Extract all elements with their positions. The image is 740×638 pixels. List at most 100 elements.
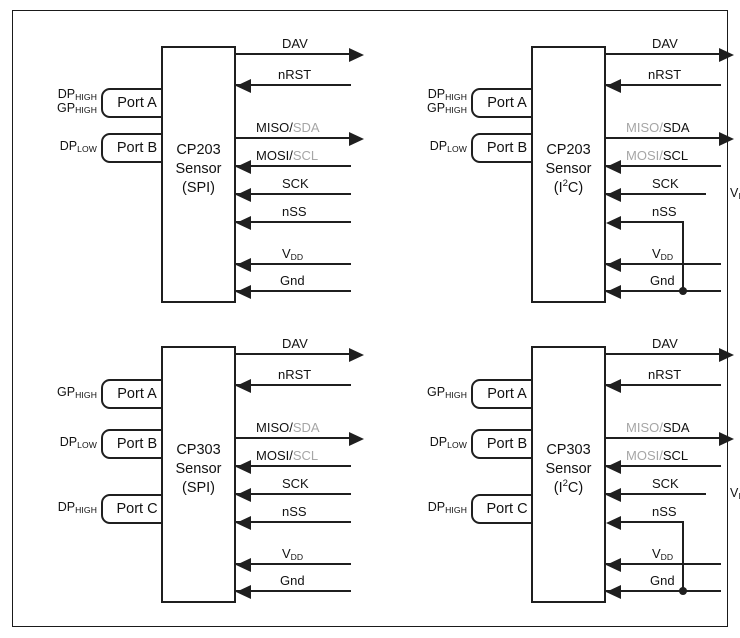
signal-label-dav: DAV (652, 36, 678, 51)
signal-arrow-nss (236, 215, 251, 230)
signal-label-nrst: nRST (278, 67, 312, 82)
signal-label-vdd-subscript: DD (290, 552, 304, 562)
signal-label-vdd-base: V (282, 546, 291, 561)
chip-word: Sensor (545, 161, 592, 178)
v-i2c-address-label: VI2C Address (730, 186, 740, 201)
chip-bus: (SPI) (181, 180, 216, 197)
signal-label-nrst: nRST (278, 367, 312, 382)
signal-line-sck (606, 493, 706, 496)
port-label-base: DP (57, 87, 76, 101)
sensor-block-cp303-i2c (531, 346, 606, 603)
signal-arrow-mosi_scl (236, 459, 251, 474)
sensor-block-cp203-spi (161, 46, 236, 303)
signal-label-mosi_scl: MOSI/SCL (626, 149, 688, 162)
signal-label-miso: MISO (626, 120, 660, 135)
signal-arrow-nss (236, 515, 251, 530)
signal-line-vdd (236, 263, 351, 266)
signal-arrow-sck (606, 187, 621, 202)
port-signal-label-port-b: DPLOW (31, 435, 97, 450)
signal-label-separator: / (289, 420, 293, 435)
signal-line-miso_sda (606, 437, 721, 440)
signal-label-mosi: MOSI (256, 448, 290, 463)
signal-label-vdd: VDD (282, 546, 304, 562)
chip-name: CP203 (546, 142, 591, 158)
signal-arrow-mosi_scl (236, 159, 251, 174)
port-signal-label-port-c: DPHIGH (401, 500, 467, 515)
signal-label-sck: SCK (652, 476, 679, 491)
signal-label-miso_sda: MISO/SDA (626, 421, 690, 434)
signal-label-separator: / (659, 120, 663, 135)
signal-label-vdd-base: V (652, 546, 661, 561)
signal-arrow-vdd (236, 557, 251, 572)
port-label-base: DP (59, 435, 78, 449)
signal-label-nss: nSS (652, 204, 677, 219)
v-i2c-address-label: VI2C Address (730, 486, 740, 501)
signal-arrow-miso_sda (349, 431, 364, 446)
nss-to-gnd-wire (682, 521, 685, 593)
gnd-junction-dot (679, 287, 687, 296)
signal-label-vdd: VDD (652, 246, 674, 262)
signal-label-separator: / (289, 148, 293, 163)
signal-label-miso_sda: MISO/SDA (256, 121, 320, 134)
signal-line-nss (236, 521, 351, 524)
signal-label-sda: SDA (662, 420, 690, 435)
signal-label-vdd-base: V (652, 246, 661, 261)
port-label-subscript: HIGH (445, 105, 467, 115)
signal-arrow-vdd (606, 557, 621, 572)
signal-label-mosi_scl: MOSI/SCL (626, 449, 688, 462)
port-label-base: GP (427, 385, 446, 399)
signal-label-nrst: nRST (648, 67, 682, 82)
signal-label-miso: MISO (626, 420, 660, 435)
signal-label-dav: DAV (652, 336, 678, 351)
signal-line-nrst (236, 84, 351, 87)
signal-line-nss (621, 521, 684, 524)
signal-arrow-mosi_scl (606, 159, 621, 174)
signal-label-gnd: Gnd (650, 273, 675, 288)
signal-arrow-miso_sda (349, 131, 364, 146)
signal-label-miso: MISO (256, 420, 290, 435)
signal-label-miso: MISO (256, 120, 290, 135)
signal-label-gnd: Gnd (650, 573, 675, 588)
signal-line-sck (236, 193, 351, 196)
signal-line-vdd (236, 563, 351, 566)
signal-line-mosi_scl (236, 165, 351, 168)
signal-label-separator: / (659, 448, 663, 463)
chip-name: CP303 (176, 442, 221, 458)
port-signal-label-port-b: DPLOW (401, 435, 467, 450)
signal-arrow-sck (606, 487, 621, 502)
signal-line-nss (236, 221, 351, 224)
signal-label-sck: SCK (652, 176, 679, 191)
v-i2c-address-subscript: I2C Address (738, 492, 740, 501)
port-signal-label-port-b: DPLOW (401, 139, 467, 154)
signal-label-sck: SCK (282, 176, 309, 191)
signal-line-nrst (236, 384, 351, 387)
port-label-subscript: HIGH (75, 91, 97, 102)
signal-line-nrst (606, 84, 721, 87)
port-label-base: DP (59, 139, 78, 153)
port-label-subscript: HIGH (75, 105, 97, 115)
port-label-base: DP (429, 435, 448, 449)
signal-label-separator: / (289, 120, 293, 135)
signal-line-gnd (606, 590, 721, 593)
signal-arrow-nss (606, 215, 621, 230)
chip-word: Sensor (175, 161, 222, 178)
port-label-base: DP (427, 500, 446, 514)
signal-arrow-miso_sda (719, 131, 734, 146)
signal-label-scl: SCL (662, 448, 689, 463)
signal-arrow-nrst (606, 378, 621, 393)
signal-line-miso_sda (236, 137, 351, 140)
port-signal-label-port-a: GPHIGH (31, 385, 97, 400)
signal-label-vdd: VDD (282, 247, 303, 261)
signal-label-sck: SCK (282, 476, 309, 491)
chip-word: Sensor (545, 461, 592, 478)
signal-label-vdd-subscript: DD (660, 252, 674, 262)
sensor-block-cp203-i2c (531, 46, 606, 303)
signal-label-dav: DAV (282, 336, 308, 351)
signal-label-sda: SDA (292, 120, 320, 135)
